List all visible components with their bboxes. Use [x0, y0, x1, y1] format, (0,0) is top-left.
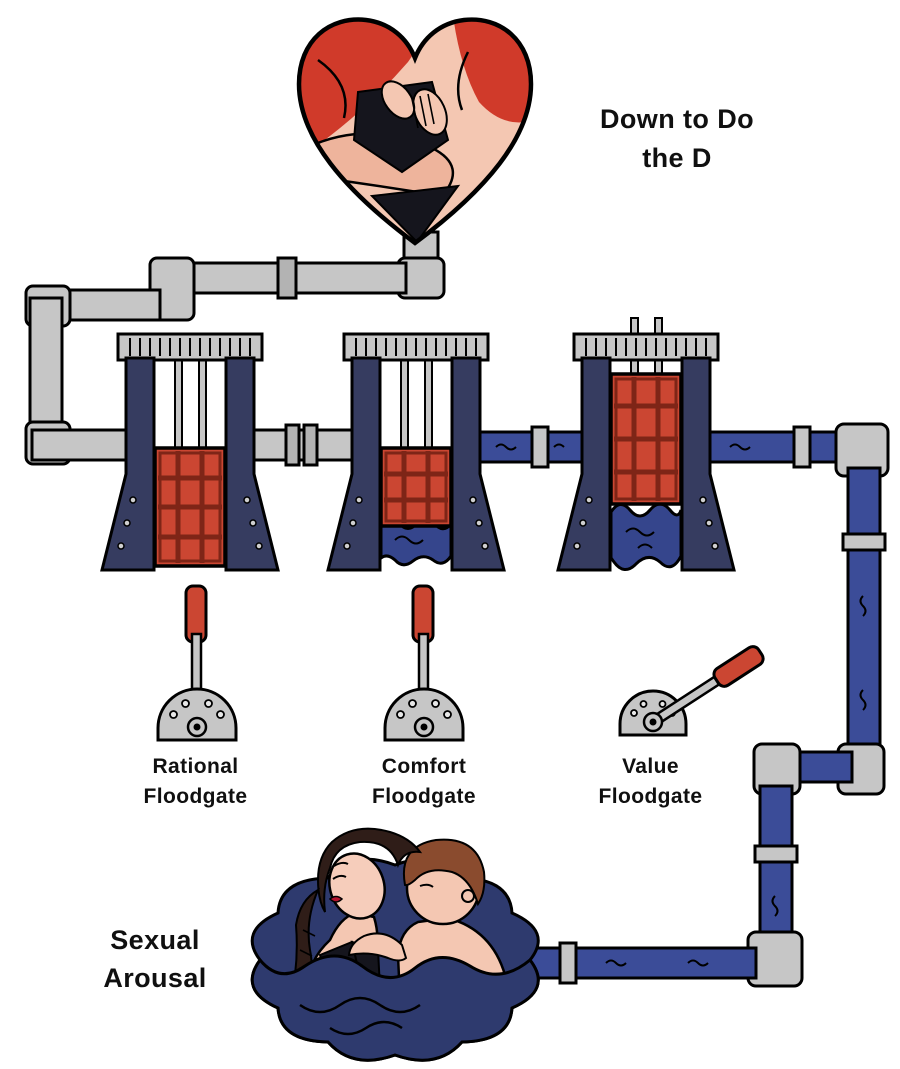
label-value-floodgate: Value Floodgate — [568, 752, 733, 813]
gate-water — [608, 502, 683, 571]
gate-panel-grid — [384, 451, 448, 523]
gate-column-left — [556, 356, 612, 572]
gate-panel-inner-border — [614, 377, 678, 501]
lever-base — [156, 687, 238, 742]
pipe-coupling — [530, 425, 550, 469]
gate-rack-teeth — [585, 338, 707, 356]
gate-water-wave-line — [625, 527, 655, 549]
gate-column-right — [450, 356, 506, 572]
pipe-horizontal-2 — [54, 288, 162, 322]
gate-panel-grid — [614, 377, 678, 501]
heart-finger-lines — [411, 93, 435, 129]
lever-hub-pin — [420, 723, 428, 731]
gate-panel-inner-border — [158, 451, 222, 563]
source-label-line1: Sexual — [110, 925, 200, 955]
gate-bolts — [117, 496, 263, 550]
floodgate-rational — [100, 332, 280, 572]
gate-panel-grid — [158, 451, 222, 563]
woman-closed-eye — [332, 861, 349, 880]
destination-label-line1: Down to Do — [600, 104, 754, 134]
lever-arm-tilted — [653, 645, 765, 725]
pipe-coupling — [276, 256, 298, 300]
floodgate-value — [556, 317, 736, 572]
pool-illustration — [250, 827, 540, 1062]
label-line: Floodgate — [143, 785, 248, 809]
heart-outline — [296, 17, 534, 246]
pipe-into-pool — [514, 946, 758, 980]
lever-base — [383, 687, 465, 742]
destination-label: Down to Do the D — [557, 100, 797, 178]
gate-rod — [174, 357, 183, 451]
source-label-line2: Arousal — [103, 962, 207, 993]
heart-contour-lines — [317, 51, 470, 119]
destination-label-line2: the D — [642, 143, 712, 174]
label-comfort-floodgate: Comfort Floodgate — [339, 752, 509, 813]
pipe-system-gray — [24, 230, 446, 467]
heart-black-garment-lower — [369, 184, 461, 243]
lever-handle — [712, 645, 765, 688]
gate-water-wave-line — [394, 535, 424, 545]
pipe-vertical-right — [846, 466, 882, 770]
floodgate-comfort — [326, 332, 506, 572]
pipe-coupling — [558, 941, 578, 985]
pipe-vertical-left — [28, 296, 64, 440]
gate-bolts — [343, 496, 489, 550]
gate-column-right — [224, 356, 280, 572]
gate-panel — [379, 446, 453, 528]
gate-rack-teeth — [129, 338, 251, 356]
pipe-system-blue — [476, 422, 890, 988]
gate-column-left — [326, 356, 382, 572]
woman-head — [328, 852, 386, 920]
woman-hair — [316, 827, 423, 913]
pipe-texture-squiggles — [495, 443, 867, 967]
label-line: Floodgate — [372, 785, 476, 809]
heart-illustration — [296, 17, 534, 246]
gate-rod — [400, 357, 409, 451]
woman-lips — [328, 895, 344, 903]
gate-rod — [198, 357, 207, 451]
lever-hub-pin — [649, 718, 657, 726]
label-line: Rational — [152, 755, 239, 778]
man-ear — [461, 889, 475, 903]
label-line: Value — [622, 755, 679, 778]
label-line: Floodgate — [598, 785, 703, 809]
lever-value-open — [618, 645, 765, 737]
lever-comfort-closed — [383, 584, 465, 742]
pipe-into-gate1 — [30, 428, 132, 462]
man-hair — [403, 838, 486, 907]
source-label: Sexual Arousal — [55, 922, 255, 998]
gate-rod — [424, 357, 433, 451]
label-rational-floodgate: Rational Floodgate — [113, 752, 278, 813]
gate-panel-inner-border — [384, 451, 448, 523]
pipe-coupling — [753, 844, 799, 864]
lever-base-holes — [396, 699, 452, 719]
pool-wave-lines — [299, 996, 421, 1036]
lever-rational-closed — [156, 584, 238, 742]
gate-bolts — [573, 496, 719, 550]
pipe-coupling — [841, 532, 887, 552]
lever-base-holes — [169, 699, 225, 719]
pipe-coupling — [302, 423, 319, 467]
lever-hub-pin — [193, 723, 201, 731]
pipe-gate3-out — [704, 430, 848, 464]
pipe-coupling — [284, 423, 301, 467]
man-arm — [347, 932, 408, 962]
gate-column-left — [100, 356, 156, 572]
pipe-coupling — [792, 425, 812, 469]
man-closed-eye — [419, 883, 434, 888]
pipe-vertical-lower — [758, 784, 794, 948]
pool-water-front — [250, 954, 540, 1062]
label-line: Comfort — [381, 755, 467, 778]
gate-rack-teeth — [355, 338, 477, 356]
gate-column-right — [680, 356, 736, 572]
